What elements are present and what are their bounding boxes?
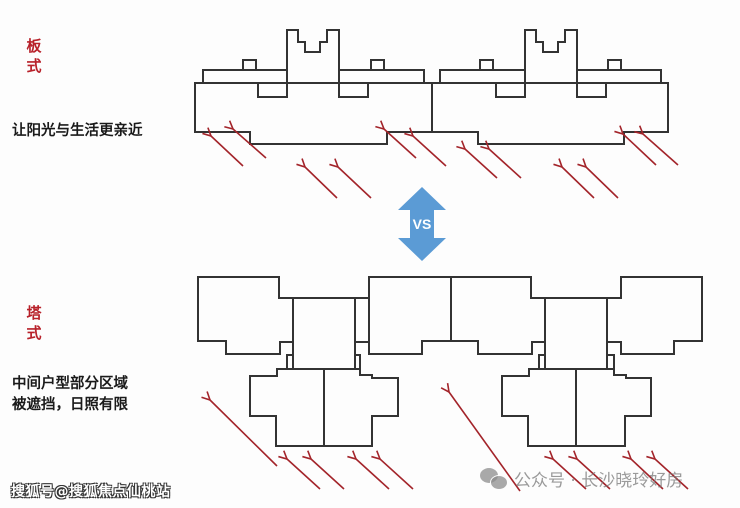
- vs-double-arrow: VS: [398, 187, 446, 261]
- tower-1-unit-bottom-right: [324, 368, 399, 447]
- sunlight-arrow: [631, 459, 664, 490]
- slab-building-2-core: [524, 29, 578, 83]
- tower-2-core-steps: [538, 342, 615, 370]
- tower-building-2: [451, 276, 703, 447]
- sunlight-arrow: [553, 459, 587, 490]
- sunlight-arrow: [338, 167, 372, 199]
- slab-building-2-notch-left: [495, 83, 526, 98]
- vs-arrow-shape: [398, 187, 446, 261]
- sunlight-arrow: [577, 459, 611, 490]
- slab-building-1-main-body: [194, 82, 433, 145]
- slab-building-2: [432, 29, 669, 145]
- sohu-watermark: 搜狐号@搜狐焦点仙桃站: [11, 484, 171, 500]
- slab-title-char-2: 式: [26, 57, 42, 75]
- tower-2-unit-bottom-left: [501, 368, 577, 447]
- sunlight-arrow: [287, 459, 321, 490]
- sunlight-arrow: [655, 459, 689, 490]
- slab-building-1-core: [286, 29, 340, 83]
- tower-style-title: 塔 式: [24, 303, 44, 343]
- slab-building-1-bump-left: [242, 59, 257, 70]
- sunlight-arrow: [586, 167, 619, 199]
- sunlight-arrow: [413, 136, 447, 167]
- vs-label: VS: [413, 216, 432, 232]
- tower-1-unit-top-right: [355, 276, 452, 355]
- wechat-account-watermark: 公众号 · 长沙晓玲好房: [480, 466, 683, 491]
- sunlight-arrow: [465, 149, 498, 179]
- slab-building-2-top-wing-left: [439, 69, 526, 83]
- tower-title-char-2: 式: [26, 324, 42, 342]
- sunlight-arrow: [311, 459, 345, 490]
- slab-sunlight-arrows: [211, 129, 679, 199]
- sunlight-arrow: [356, 459, 390, 490]
- slab-building-1-bump-right: [370, 59, 385, 70]
- slab-building-2-bump-left: [479, 59, 494, 70]
- tower-description-line-1: 中间户型部分区域: [12, 376, 128, 392]
- tower-description-line-2: 被遮挡，日照有限: [12, 397, 128, 413]
- slab-style-title: 板 式: [24, 36, 44, 76]
- slab-title-char-1: 板: [26, 37, 42, 55]
- sunlight-arrow: [305, 167, 338, 199]
- slab-building-2-notch-right: [576, 83, 607, 98]
- sunlight-arrow: [384, 129, 417, 159]
- slab-building-1-notch-left: [257, 83, 288, 98]
- tower-1-core-steps: [286, 342, 361, 370]
- tower-2-unit-top-right: [607, 276, 703, 355]
- sunlight-arrow: [233, 129, 267, 159]
- tower-2-unit-bottom-right: [576, 368, 652, 447]
- sunlight-arrow: [562, 167, 595, 199]
- sunlight-arrow: [489, 149, 522, 179]
- slab-building-2-bump-right: [607, 59, 622, 70]
- tower-sunlight-arrows: [210, 392, 689, 492]
- slab-building-1: [194, 29, 433, 145]
- tower-title-char-1: 塔: [26, 304, 42, 322]
- wechat-icon: [480, 467, 508, 490]
- tower-2-unit-top-left: [451, 276, 546, 355]
- slab-building-2-top-wing-right: [576, 69, 662, 83]
- tower-1-unit-bottom-left: [249, 368, 325, 447]
- tower-2-core: [544, 297, 608, 369]
- slab-building-1-top-wing-right: [338, 69, 425, 83]
- sunlight-arrow: [449, 392, 521, 492]
- tower-1-unit-top-left: [197, 276, 294, 355]
- slab-building-1-top-wing-left: [202, 69, 288, 83]
- sunlight-arrow: [211, 136, 244, 167]
- sunlight-arrow: [380, 459, 414, 490]
- sunlight-arrow: [643, 134, 679, 166]
- tower-1-core: [292, 297, 370, 369]
- sunlight-arrow: [210, 400, 278, 467]
- wechat-account-text: 公众号 · 长沙晓玲好房: [514, 471, 684, 491]
- slab-building-2-main-body: [432, 82, 669, 145]
- slab-description: 让阳光与生活更亲近: [12, 123, 143, 139]
- tower-building-1: [197, 276, 452, 447]
- slab-building-1-notch-right: [338, 83, 369, 98]
- tower-description: 中间户型部分区域 被遮挡，日照有限: [12, 374, 128, 416]
- sunlight-arrow: [623, 134, 657, 166]
